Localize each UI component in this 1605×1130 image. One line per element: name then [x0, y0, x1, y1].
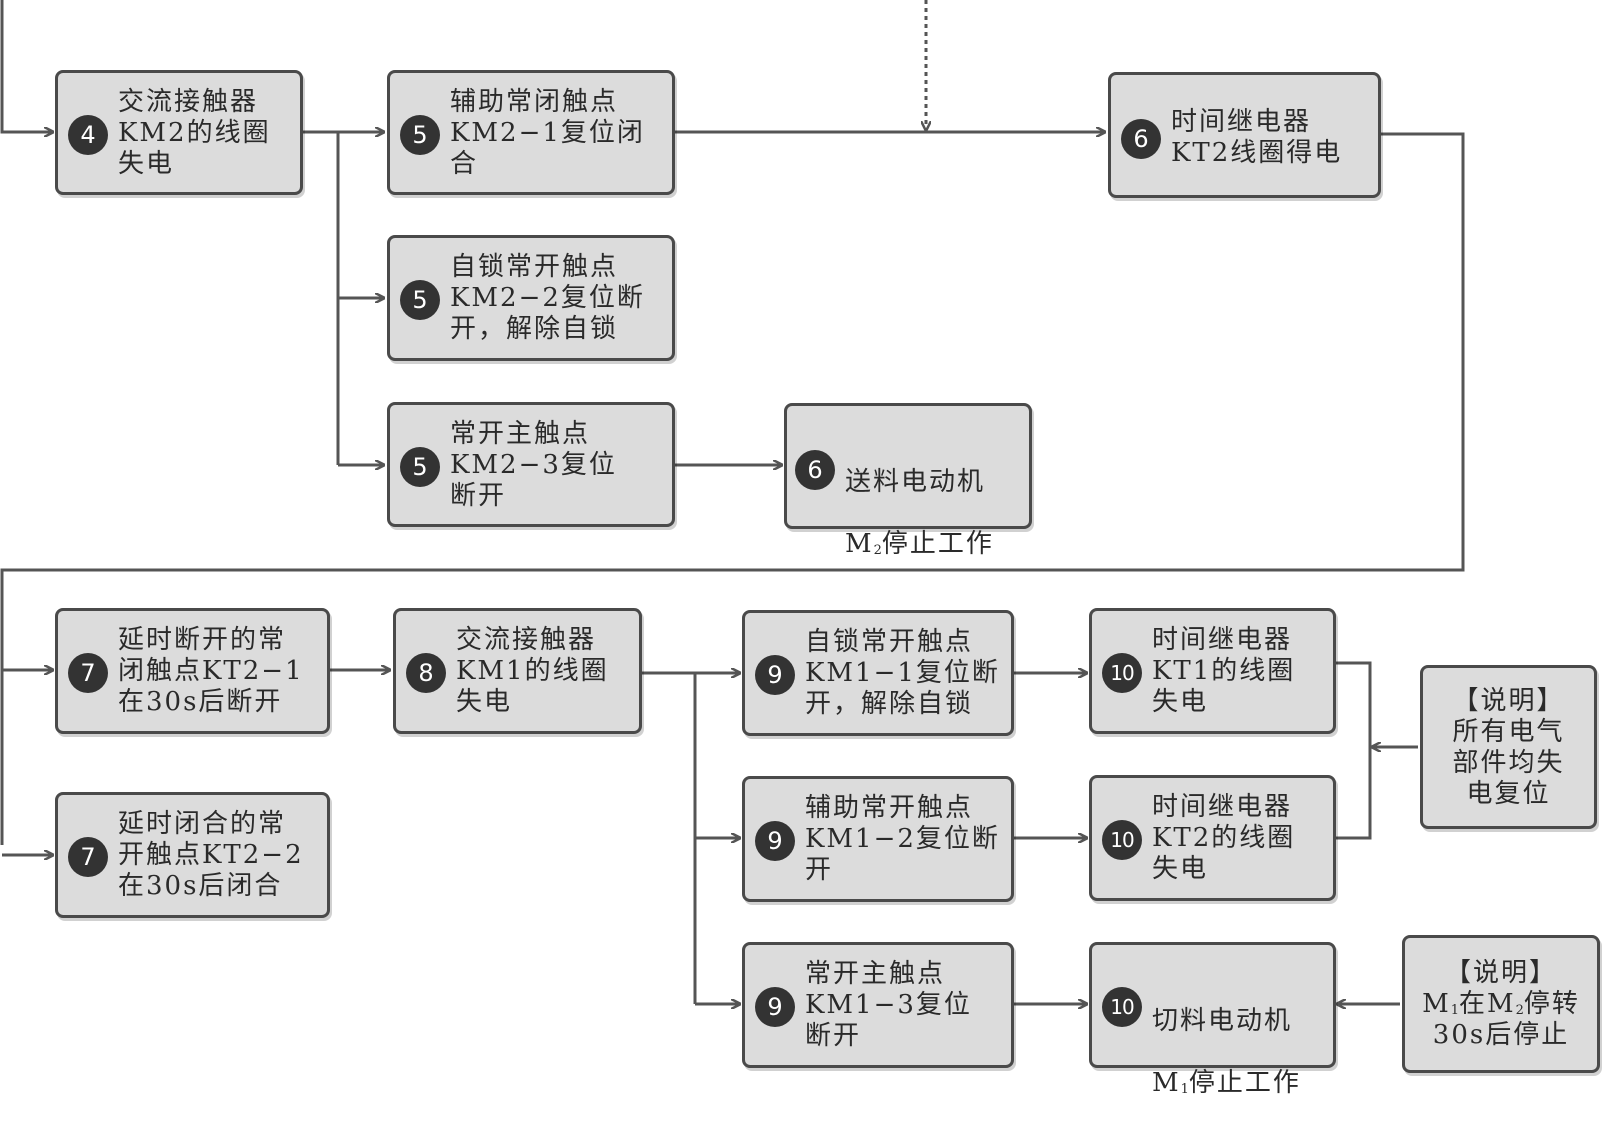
- step-number-badge: 8: [406, 653, 446, 693]
- step-text: 辅助常开触点 KM1−2复位断 开: [805, 793, 1000, 885]
- wire-in-step4: [0, 0, 53, 132]
- step-number-badge: 4: [68, 115, 108, 155]
- note-body: 所有电气 部件均失 电复位: [1452, 717, 1565, 809]
- motor-subscript: 1: [1180, 1082, 1189, 1097]
- step-text-line1: 切料电动机: [1152, 1006, 1293, 1036]
- connector-lines: [0, 0, 1465, 1076]
- note-line2: M1在M2停转: [1422, 989, 1580, 1019]
- step6-kt2-coil-box: 6 时间继电器 KT2线圈得电: [1108, 72, 1381, 198]
- step-number-badge: 10: [1102, 987, 1142, 1027]
- step-text: 切料电动机 M1停止工作: [1152, 975, 1301, 1130]
- motor-symbol: M: [845, 529, 874, 559]
- note-title: 【说明】: [1444, 958, 1557, 988]
- note-text: 【说明】 M1在M2停转 30s后停止: [1405, 958, 1597, 1051]
- step10-m1-stop-box: 10 切料电动机 M1停止工作: [1089, 942, 1336, 1098]
- step6-m2-stop-box: 6 送料电动机 M2停止工作: [784, 403, 1032, 559]
- step-text-line2: M1停止工作: [1152, 1068, 1301, 1099]
- step-text: 时间继电器 KT1的线圈 失电: [1152, 625, 1296, 717]
- step9-km1-1-box: 9 自锁常开触点 KM1−1复位断 开，解除自锁: [742, 610, 1014, 736]
- step-number-badge: 5: [400, 115, 440, 155]
- note-all-reset-box: 【说明】 所有电气 部件均失 电复位: [1420, 665, 1597, 829]
- step5-km2-1-box: 5 辅助常闭触点 KM2−1复位闭 合: [387, 70, 675, 195]
- step-text: 自锁常开触点 KM2−2复位断 开，解除自锁: [450, 252, 645, 344]
- note-line3: 30s后停止: [1432, 1020, 1570, 1050]
- step-number-badge: 9: [755, 821, 795, 861]
- step-text: 自锁常开触点 KM1−1复位断 开，解除自锁: [805, 627, 1000, 719]
- step5-km2-2-box: 5 自锁常开触点 KM2−2复位断 开，解除自锁: [387, 235, 675, 361]
- wire-note1-bracket: [1336, 661, 1372, 840]
- step-text: 交流接触器 KM1的线圈 失电: [456, 625, 609, 717]
- step7-kt2-1-box: 7 延时断开的常 闭触点KT2−1 在30s后断开: [55, 608, 330, 734]
- step-text: 时间继电器 KT2线圈得电: [1171, 107, 1343, 168]
- step10-kt2-coil-box: 10 时间继电器 KT2的线圈 失电: [1089, 775, 1336, 901]
- step4-km2-coil-box: 4 交流接触器 KM2的线圈 失电: [55, 70, 303, 195]
- step5-km2-3-box: 5 常开主触点 KM2−3复位 断开: [387, 402, 675, 527]
- step-text-line1: 送料电动机: [845, 467, 986, 497]
- note-m1-delay-box: 【说明】 M1在M2停转 30s后停止: [1402, 935, 1600, 1073]
- step-number-badge: 9: [755, 655, 795, 695]
- step-number-badge: 10: [1102, 820, 1142, 860]
- step9-km1-2-box: 9 辅助常开触点 KM1−2复位断 开: [742, 776, 1014, 902]
- step-number-badge: 6: [795, 450, 835, 490]
- note-text: 【说明】 所有电气 部件均失 电复位: [1423, 686, 1594, 810]
- note-title: 【说明】: [1452, 686, 1565, 716]
- step-number-badge: 6: [1121, 119, 1161, 159]
- step8-km1-coil-box: 8 交流接触器 KM1的线圈 失电: [393, 608, 642, 734]
- step-number-badge: 5: [400, 280, 440, 320]
- step-text-line2: M2停止工作: [845, 529, 994, 560]
- motor-action: 停止工作: [881, 529, 994, 559]
- step-number-badge: 5: [400, 447, 440, 487]
- step7-kt2-2-box: 7 延时闭合的常 开触点KT2−2 在30s后闭合: [55, 792, 330, 918]
- step-text: 常开主触点 KM1−3复位 断开: [805, 959, 972, 1051]
- step9-km1-3-box: 9 常开主触点 KM1−3复位 断开: [742, 942, 1014, 1068]
- step-text: 辅助常闭触点 KM2−1复位闭 合: [450, 87, 645, 179]
- step-text: 延时断开的常 闭触点KT2−1 在30s后断开: [118, 625, 304, 717]
- step-text: 时间继电器 KT2的线圈 失电: [1152, 792, 1296, 884]
- motor-subscript: 2: [873, 543, 882, 558]
- step-text: 交流接触器 KM2的线圈 失电: [118, 87, 271, 179]
- step-number-badge: 7: [68, 837, 108, 877]
- step-number-badge: 9: [755, 987, 795, 1027]
- step-text: 延时闭合的常 开触点KT2−2 在30s后闭合: [118, 809, 304, 901]
- motor-symbol: M: [1152, 1068, 1181, 1098]
- step10-kt1-coil-box: 10 时间继电器 KT1的线圈 失电: [1089, 608, 1336, 734]
- step-number-badge: 7: [68, 653, 108, 693]
- wire-kt2-return: [0, 132, 1465, 845]
- step-text: 送料电动机 M2停止工作: [845, 436, 994, 591]
- motor-action: 停止工作: [1188, 1068, 1301, 1098]
- step-number-badge: 10: [1102, 653, 1142, 693]
- step-text: 常开主触点 KM2−3复位 断开: [450, 419, 617, 511]
